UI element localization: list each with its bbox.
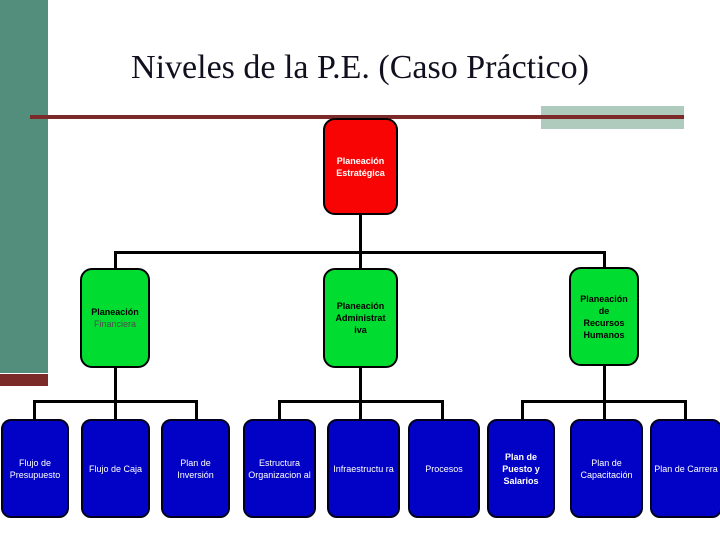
node-plan-inversion: Plan de Inversión	[161, 419, 230, 518]
node-estructura-organizacional: Estructura Organizacion al	[243, 419, 316, 518]
node-label: Estructura Organizacion al	[248, 457, 311, 480]
connector-line	[33, 400, 36, 420]
sidebar-accent-bar	[0, 0, 48, 373]
node-label: Flujo de Caja	[88, 463, 143, 474]
sidebar-accent-underline	[0, 374, 48, 386]
node-label: Plan de Carrera	[654, 463, 718, 474]
node-planeacion-financiera: Planeación Financiera	[80, 268, 150, 368]
connector-line	[359, 214, 362, 253]
node-label-line: Humanos	[583, 329, 625, 340]
node-label-line: Planeación	[336, 155, 385, 166]
node-infraestructura: Infraestructu ra	[327, 419, 400, 518]
node-label-line: Estratégica	[336, 167, 385, 178]
connector-line	[603, 400, 606, 420]
node-planeacion-estrategica: Planeación Estratégica	[323, 118, 398, 215]
node-label-line: Recursos	[583, 317, 625, 328]
node-plan-puesto-salarios: Plan de Puesto y Salarios	[487, 419, 555, 518]
connector-line	[521, 400, 524, 420]
node-label-line: Planeación	[580, 293, 628, 304]
connector-line	[603, 366, 606, 403]
connector-line	[114, 367, 117, 403]
slide-title: Niveles de la P.E. (Caso Práctico)	[131, 49, 589, 86]
node-label-line: Planeación	[336, 301, 385, 311]
node-label-line: de	[598, 305, 610, 316]
title-rule	[30, 115, 684, 119]
node-plan-carrera: Plan de Carrera	[650, 419, 720, 518]
node-procesos: Procesos	[408, 419, 480, 518]
connector-line	[114, 251, 117, 268]
connector-line	[441, 400, 444, 420]
node-label: Plan de Capacitación	[580, 457, 633, 480]
node-planeacion-administrativa: Planeación Administrat iva	[323, 268, 398, 368]
connector-line	[278, 400, 281, 420]
connector-line	[359, 367, 362, 403]
node-label: Flujo de Presupuesto	[9, 457, 61, 480]
node-label: Plan de Puesto y Salarios	[502, 451, 540, 486]
node-label: Plan de Inversión	[177, 457, 214, 480]
node-planeacion-recursos-humanos: Planeación de Recursos Humanos	[569, 267, 639, 366]
node-flujo-presupuesto: Flujo de Presupuesto	[1, 419, 69, 518]
node-label-line: Administrat	[335, 313, 386, 323]
connector-line	[359, 251, 362, 268]
node-flujo-caja: Flujo de Caja	[81, 419, 150, 518]
connector-line	[114, 400, 117, 420]
connector-line	[684, 400, 687, 420]
node-label-line: Financiera	[93, 319, 137, 329]
node-label-line: iva	[354, 325, 367, 335]
node-label: Infraestructu ra	[333, 463, 394, 474]
connector-line	[195, 400, 198, 420]
node-plan-capacitacion: Plan de Capacitación	[570, 419, 643, 518]
connector-line	[603, 251, 606, 268]
connector-line	[359, 400, 362, 420]
node-label: Procesos	[425, 463, 463, 474]
node-label-line: Planeación	[91, 307, 139, 317]
